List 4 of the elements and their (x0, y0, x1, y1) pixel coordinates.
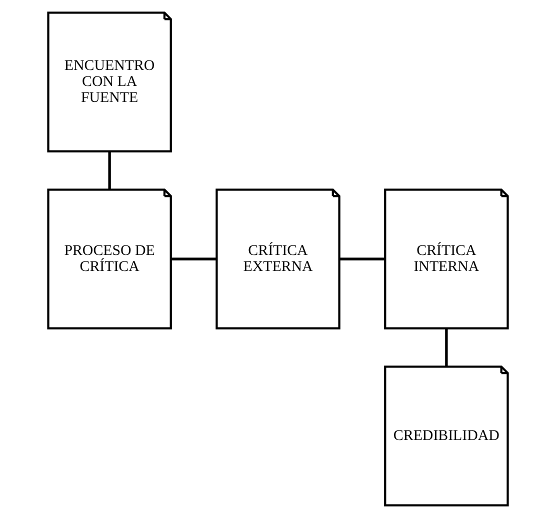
connector (108, 152, 110, 190)
connector (444, 328, 448, 366)
connector (339, 258, 385, 260)
connector (170, 258, 216, 260)
